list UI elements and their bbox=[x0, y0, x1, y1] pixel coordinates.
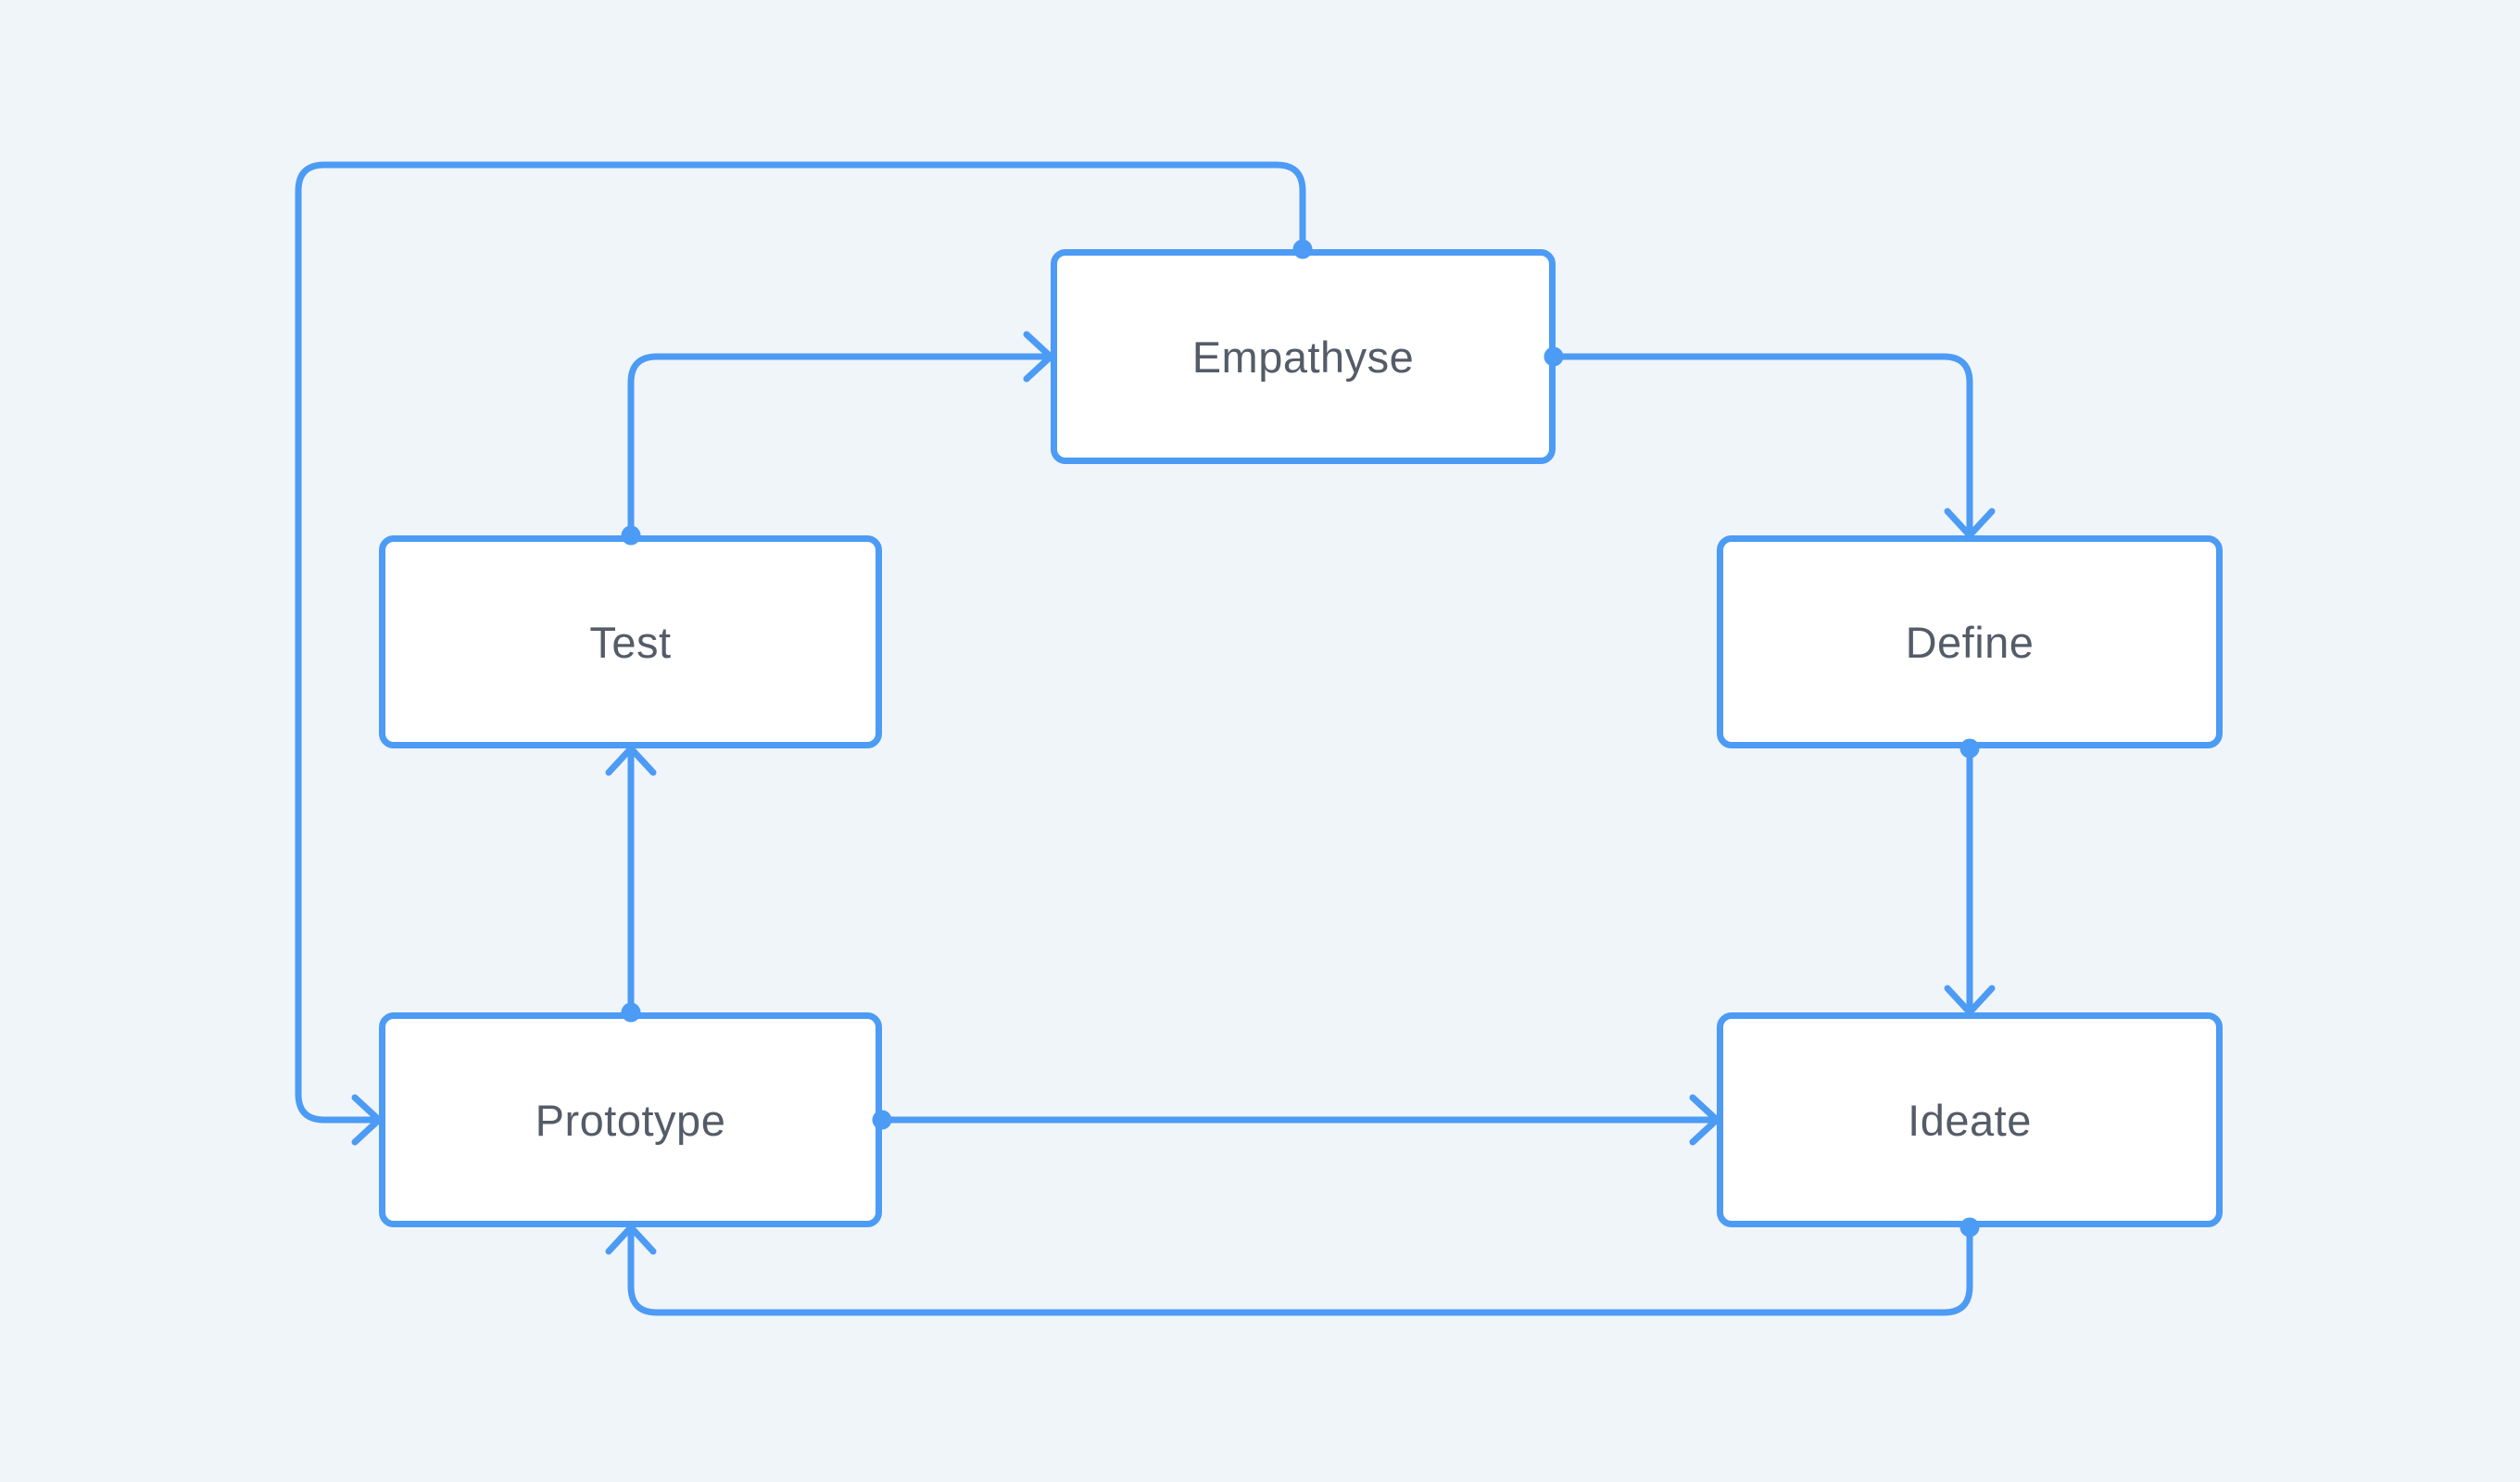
node-test[interactable]: Test bbox=[379, 535, 882, 748]
edge-ideate-to-prototype bbox=[627, 1224, 1973, 1316]
edge-empathyse-to-define bbox=[1550, 353, 1973, 539]
node-empathyse-label: Empathyse bbox=[1191, 332, 1415, 382]
node-prototype-label: Prototype bbox=[535, 1095, 726, 1145]
node-ideate-label: Ideate bbox=[1908, 1095, 2032, 1145]
arrowhead-icon-test bbox=[605, 745, 657, 776]
node-empathyse[interactable]: Empathyse bbox=[1051, 249, 1556, 464]
arrowhead-icon-prototype bbox=[605, 1224, 657, 1255]
node-define-label: Define bbox=[1905, 617, 2035, 667]
arrowhead-icon-ideate bbox=[1944, 985, 1996, 1016]
arrowhead-icon-ideate bbox=[1689, 1094, 1720, 1146]
node-prototype[interactable]: Prototype bbox=[379, 1012, 882, 1227]
edge-test-to-empathyse bbox=[627, 353, 1054, 539]
node-define[interactable]: Define bbox=[1717, 535, 2223, 748]
node-ideate[interactable]: Ideate bbox=[1717, 1012, 2223, 1227]
arrowhead-icon-define bbox=[1944, 508, 1996, 539]
arrowhead-icon-prototype bbox=[351, 1094, 383, 1146]
node-test-label: Test bbox=[589, 617, 672, 667]
arrowhead-icon-empathyse bbox=[1023, 331, 1054, 383]
